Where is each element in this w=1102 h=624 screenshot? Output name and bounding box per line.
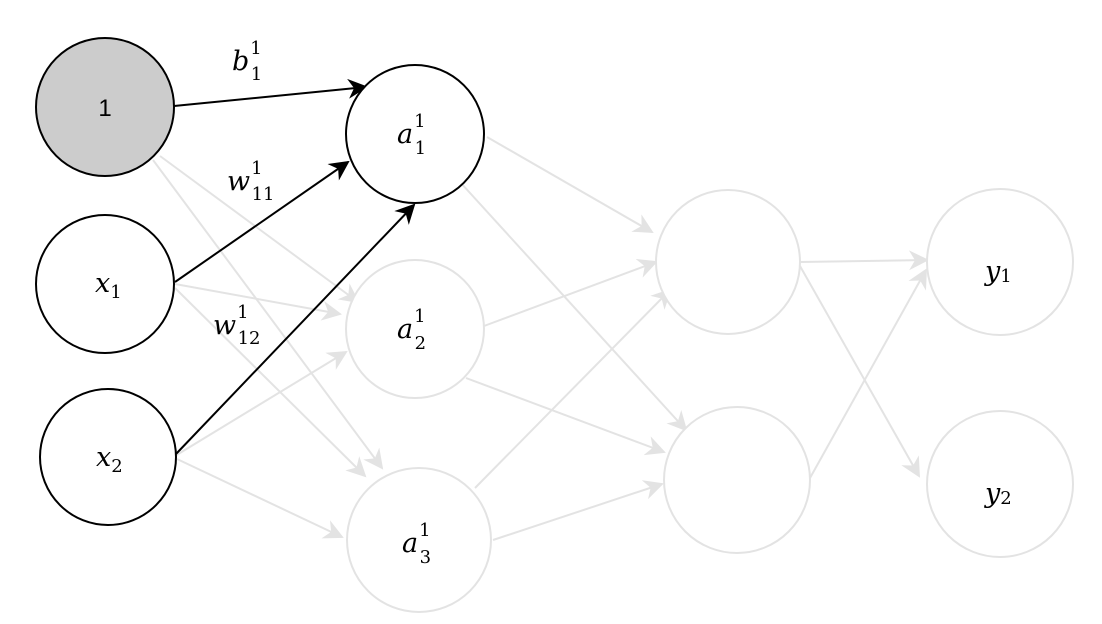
edge-h1-y1 xyxy=(799,250,929,271)
hidden-node-h2 xyxy=(663,406,811,554)
edge-h1-y2 xyxy=(799,265,920,478)
edge-bias-a11 xyxy=(173,78,368,107)
output-layer: y1 y2 xyxy=(926,188,1074,558)
input-node-x1 xyxy=(35,214,175,354)
hidden-node-a31 xyxy=(346,467,492,613)
edge-x2-a11 xyxy=(175,203,416,455)
input-node-x2-label: x2 xyxy=(96,442,123,477)
edge-a31-h1 xyxy=(474,288,672,489)
edge-a11-h1 xyxy=(486,136,654,233)
output-node-y2-label: y2 xyxy=(984,478,1012,509)
edge-h2-y1 xyxy=(809,268,927,479)
hidden-node-a21 xyxy=(345,259,485,399)
edge-x2-a21 xyxy=(174,350,348,457)
hidden-layer-2 xyxy=(655,189,811,554)
output-node-y1-label: y1 xyxy=(984,256,1012,287)
input-node-x1-label: x1 xyxy=(95,268,122,303)
input-node-x2 xyxy=(39,388,177,526)
edge-x2-a31 xyxy=(176,458,344,539)
output-node-y1 xyxy=(926,188,1074,336)
output-node-y2 xyxy=(926,410,1074,558)
edge-x1-a31 xyxy=(174,287,367,478)
faded-edges xyxy=(152,136,929,541)
edge-x1-a11 xyxy=(174,160,350,283)
edge-bias-a21 xyxy=(159,155,360,304)
edge-x1-a21 xyxy=(174,283,342,321)
edge-a21-h2 xyxy=(465,377,666,456)
hidden-node-a11 xyxy=(345,64,485,204)
active-edges xyxy=(173,78,416,455)
hidden-node-h1 xyxy=(655,189,801,335)
edge-bias-a31 xyxy=(152,159,384,470)
edge-a31-h2 xyxy=(492,480,664,541)
bias-node xyxy=(35,37,175,177)
edge-a21-h1 xyxy=(483,258,658,327)
input-layer: 1 x1 x2 xyxy=(35,37,177,526)
edge-a11-h2 xyxy=(459,181,688,432)
bias-node-label: 1 xyxy=(98,95,111,122)
